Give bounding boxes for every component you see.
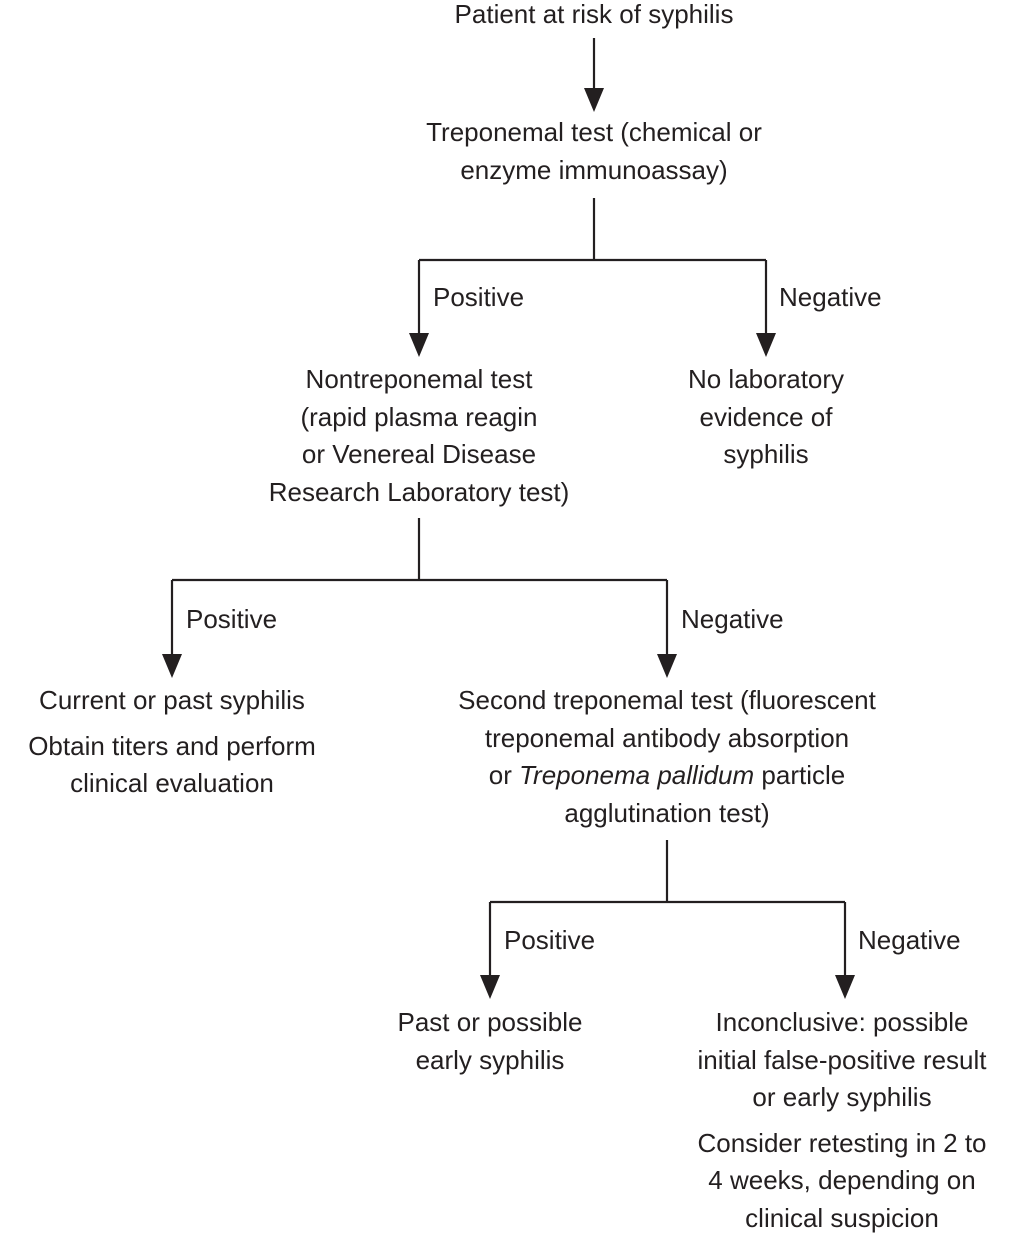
arrowhead-step3-positive (480, 975, 500, 999)
node-start-text: Patient at risk of syphilis (394, 0, 794, 34)
label-step1-positive: Positive (433, 282, 524, 312)
node-current-past-line-3: clinical evaluation (0, 765, 344, 803)
node-inconclusive-line-5: 4 weeks, depending on (667, 1162, 1017, 1200)
node-nontreponemal-test: Nontreponemal test (rapid plasma reagin … (219, 361, 619, 511)
label-step2-negative: Negative (681, 604, 784, 634)
node-no-evidence-line-3: syphilis (646, 436, 886, 474)
node-start: Patient at risk of syphilis (394, 0, 794, 34)
node-treponemal-line-2: enzyme immunoassay) (344, 152, 844, 190)
node-current-past-line-1: Current or past syphilis (0, 682, 344, 720)
arrowhead-start (584, 88, 604, 112)
node-nontreponemal-line-4: Research Laboratory test) (219, 474, 619, 512)
node-inconclusive: Inconclusive: possible initial false-pos… (667, 1004, 1017, 1237)
node-second-line-3: or Treponema pallidum particle (402, 757, 932, 795)
node-treponemal-test: Treponemal test (chemical or enzyme immu… (344, 114, 844, 189)
label-step3-positive: Positive (504, 925, 595, 955)
node-no-evidence-line-1: No laboratory (646, 361, 886, 399)
label-step2-positive: Positive (186, 604, 277, 634)
node-second-line-2: treponemal antibody absorption (402, 720, 932, 758)
node-nontreponemal-line-2: (rapid plasma reagin (219, 399, 619, 437)
arrowhead-step1-negative (756, 333, 776, 357)
node-no-evidence: No laboratory evidence of syphilis (646, 361, 886, 474)
node-second-line-3-post: particle (754, 760, 845, 790)
node-no-evidence-line-2: evidence of (646, 399, 886, 437)
node-inconclusive-line-4: Consider retesting in 2 to (667, 1125, 1017, 1163)
node-inconclusive-line-6: clinical suspicion (667, 1200, 1017, 1237)
node-nontreponemal-line-1: Nontreponemal test (219, 361, 619, 399)
node-second-line-4: agglutination test) (402, 795, 932, 833)
label-step3-negative: Negative (858, 925, 961, 955)
node-past-or-possible: Past or possible early syphilis (370, 1004, 610, 1079)
arrowhead-step1-positive (409, 333, 429, 357)
node-current-past-line-2: Obtain titers and perform (0, 728, 344, 766)
node-past-line-1: Past or possible (370, 1004, 610, 1042)
node-current-or-past: Current or past syphilis Obtain titers a… (0, 682, 344, 803)
node-past-line-2: early syphilis (370, 1042, 610, 1080)
node-second-treponemal-test: Second treponemal test (fluorescent trep… (402, 682, 932, 832)
arrowhead-step3-negative (835, 975, 855, 999)
node-second-line-3-pre: or (489, 760, 519, 790)
node-second-line-1: Second treponemal test (fluorescent (402, 682, 932, 720)
node-inconclusive-line-1: Inconclusive: possible (667, 1004, 1017, 1042)
arrowhead-step2-negative (657, 654, 677, 678)
node-treponemal-line-1: Treponemal test (chemical or (344, 114, 844, 152)
node-inconclusive-line-2: initial false-positive result (667, 1042, 1017, 1080)
node-inconclusive-line-3: or early syphilis (667, 1079, 1017, 1117)
arrowhead-step2-positive (162, 654, 182, 678)
node-nontreponemal-line-3: or Venereal Disease (219, 436, 619, 474)
node-second-line-3-italic: Treponema pallidum (519, 760, 754, 790)
label-step1-negative: Negative (779, 282, 882, 312)
